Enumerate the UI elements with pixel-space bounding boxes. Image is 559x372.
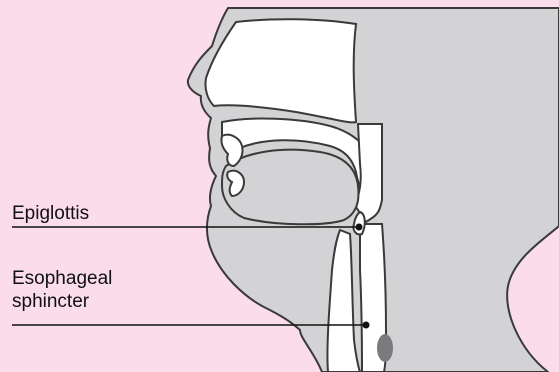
esophageal-sphincter-pointer-dot [363,322,370,329]
esophageal-sphincter-label-line1: Esophageal [12,267,112,290]
epiglottis-label: Epiglottis [12,202,89,225]
esophageal-sphincter [377,334,393,362]
epiglottis-pointer-dot [356,224,363,231]
esophageal-sphincter-label: Esophageal sphincter [12,267,112,313]
esophageal-sphincter-label-line2: sphincter [12,290,112,313]
